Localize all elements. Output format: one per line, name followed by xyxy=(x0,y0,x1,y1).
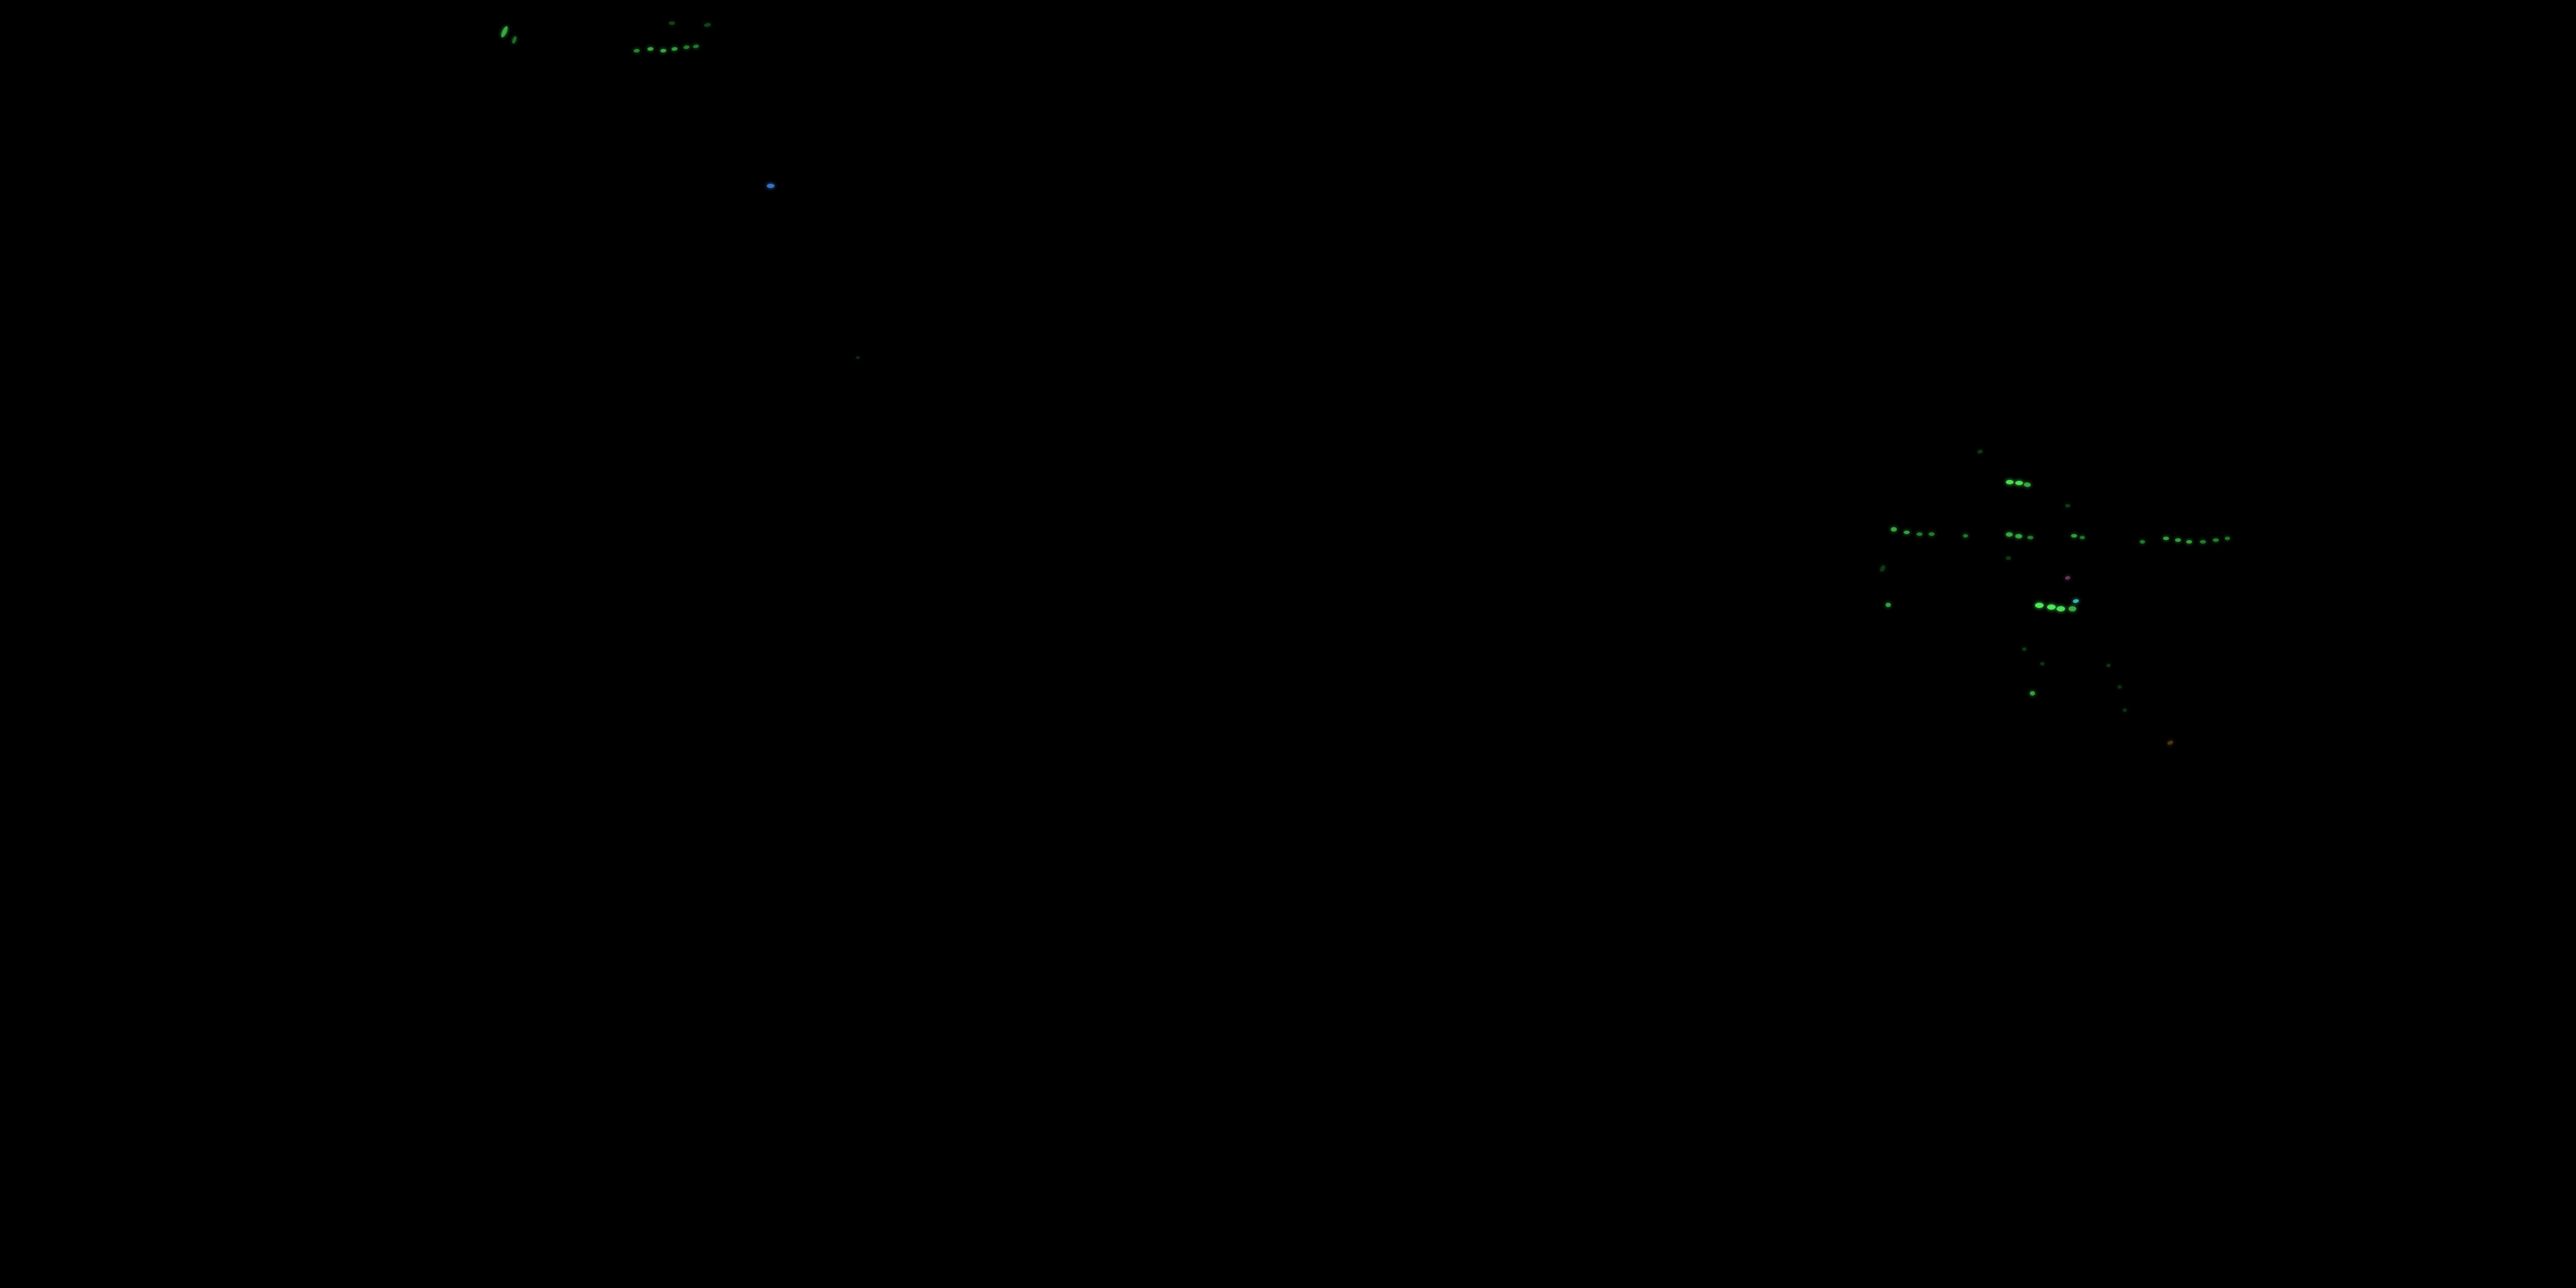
light-speck xyxy=(767,184,775,188)
light-speck xyxy=(2106,664,2111,667)
light-speck xyxy=(1886,603,1891,607)
light-speck xyxy=(2225,537,2230,540)
light-speck xyxy=(2117,685,2122,689)
light-speck xyxy=(511,35,518,45)
light-speck xyxy=(856,356,860,359)
light-speck xyxy=(2035,603,2044,608)
light-speck xyxy=(659,48,667,53)
light-speck xyxy=(2023,482,2032,488)
light-speck xyxy=(703,22,712,27)
light-speck xyxy=(2040,662,2044,665)
light-speck xyxy=(2006,480,2014,484)
light-speck xyxy=(2057,606,2065,611)
light-speck xyxy=(633,48,641,53)
light-speck xyxy=(2030,691,2035,696)
light-speck xyxy=(2166,739,2174,746)
light-speck xyxy=(2064,575,2071,580)
light-speck xyxy=(2175,538,2181,542)
light-speck xyxy=(1904,531,1910,534)
light-speck xyxy=(683,45,690,50)
light-speck xyxy=(1879,564,1886,573)
light-speck xyxy=(1891,527,1897,532)
light-speck xyxy=(2047,605,2056,610)
light-speck xyxy=(2072,598,2080,604)
light-speck xyxy=(2140,540,2145,544)
light-speck xyxy=(2006,532,2013,537)
light-speck xyxy=(2015,481,2023,485)
light-speck xyxy=(1917,532,1923,536)
light-speck xyxy=(2015,534,2022,538)
light-speck xyxy=(2071,534,2077,538)
light-speck xyxy=(2080,536,2085,539)
light-speck xyxy=(2065,504,2070,507)
light-speck xyxy=(1963,534,1968,538)
light-speck xyxy=(1977,449,1984,454)
light-speck xyxy=(2027,536,2033,539)
light-speck xyxy=(2200,540,2206,544)
light-speck xyxy=(2186,540,2192,544)
light-speck xyxy=(647,46,654,52)
light-speck xyxy=(2069,606,2076,611)
light-speck xyxy=(692,44,700,49)
light-speck xyxy=(500,25,509,39)
light-speck xyxy=(2006,556,2011,560)
light-speck xyxy=(669,21,675,25)
light-speck xyxy=(2163,537,2169,540)
light-speck xyxy=(671,46,678,52)
light-speck xyxy=(2022,647,2026,651)
light-speck xyxy=(1929,532,1935,536)
light-speck xyxy=(2213,538,2219,542)
light-speck xyxy=(2123,708,2127,712)
